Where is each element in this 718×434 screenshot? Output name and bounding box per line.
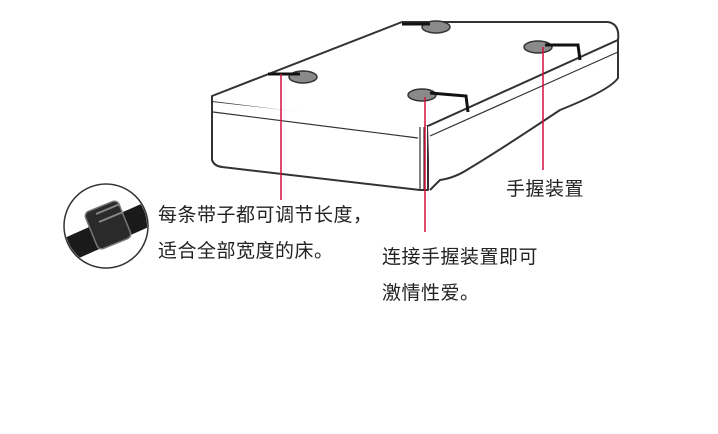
mattress-right-side: [427, 39, 619, 191]
pointer-lines: [280, 47, 544, 232]
connect-caption-line2: 激情性爱。: [382, 282, 480, 304]
mattress-front-side: [211, 102, 429, 191]
buckle-inset-icon: [63, 183, 149, 269]
strap-caption-line1: 每条带子都可调节长度，: [158, 204, 373, 226]
strap-caption-line2: 适合全部宽度的床。: [158, 240, 334, 262]
handle-caption: 手握装置: [506, 178, 585, 200]
connect-caption-line1: 连接手握装置即可: [382, 246, 539, 268]
handle-icons: [268, 20, 582, 113]
